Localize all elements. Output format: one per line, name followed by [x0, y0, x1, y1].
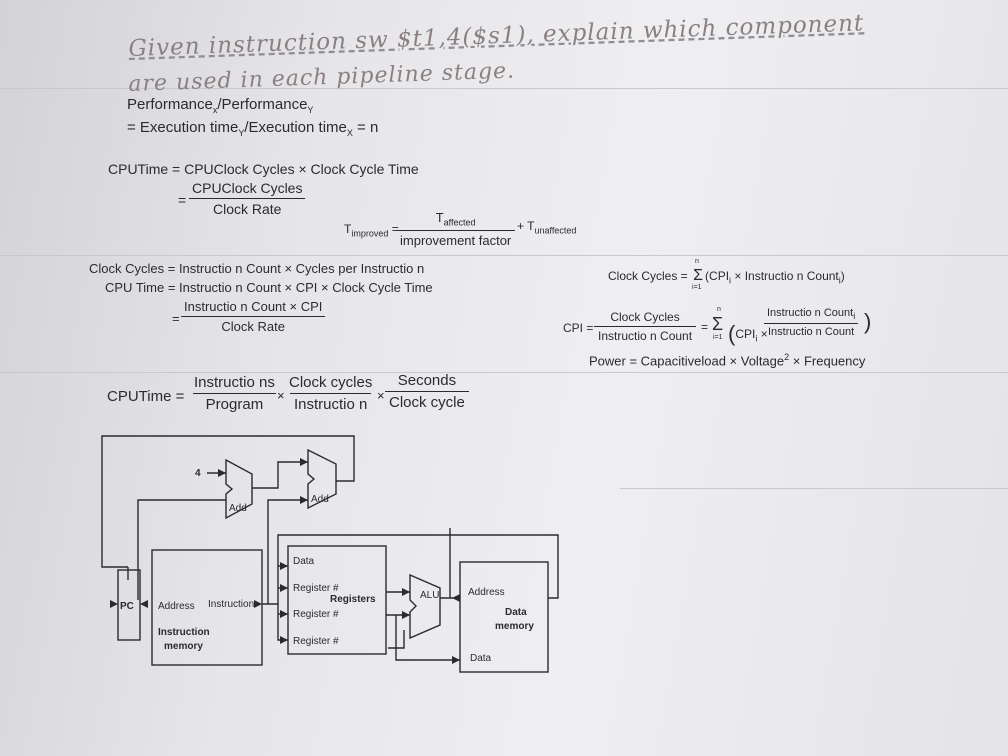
dm-title-2: memory [495, 621, 534, 632]
fraction-numerator: Instructio n Counti [767, 307, 856, 322]
im-title-1: Instruction [158, 627, 210, 638]
cpu-time-big-frac3: Seconds Clock cycle [385, 372, 469, 411]
times-sign: × [377, 388, 385, 403]
cpi-inner-fraction: Instructio n Counti Instructio n Count [763, 307, 859, 338]
arrowhead [280, 562, 288, 570]
instruction-memory [151, 549, 263, 666]
cpu-time-cpi-fraction: Instructio n Count × CPI Clock Rate [180, 299, 326, 334]
t-improved: Timproved = [344, 222, 399, 239]
ruled-line [0, 88, 1008, 89]
cpu-time-formula: CPUTime = CPUClock Cycles × Clock Cycle … [108, 161, 419, 177]
alu [409, 573, 441, 640]
cpi-lhs: CPI = [563, 321, 594, 335]
cpi-body: (CPIi × [728, 321, 768, 346]
cpi-close-paren: ) [864, 309, 872, 334]
fraction-denominator: Program [192, 393, 277, 413]
dm-title-1: Data [505, 607, 527, 618]
cpi-eq2: = [701, 320, 709, 334]
fraction-numerator: Instructio n Count × CPI [184, 299, 323, 314]
im-title-2: memory [164, 641, 203, 652]
dm-data-label: Data [470, 653, 492, 664]
fraction-denominator: improvement factor [396, 229, 516, 248]
cpu-time-cpi-eq: = [172, 311, 180, 326]
fraction-numerator: Clock Cycles [610, 310, 680, 324]
clock-cycles-sum: Clock Cycles = Σ n i=1 (CPIi × Instructi… [608, 258, 845, 291]
ruled-line [620, 488, 1008, 489]
arrowhead [254, 600, 262, 608]
clock-cycles-formula: Clock Cycles = Instructio n Count × Cycl… [89, 261, 425, 276]
t-unaffected: + Tunaffected [517, 219, 577, 236]
ruled-line [0, 255, 1008, 256]
arrowhead [300, 458, 308, 466]
arrowhead [110, 600, 118, 608]
pc-label: PC [120, 601, 134, 612]
arrowhead [402, 611, 410, 619]
fraction-denominator: Instructio n Count [764, 323, 859, 338]
register-file [287, 545, 387, 655]
arrowhead [280, 584, 288, 592]
cpu-time-big-frac1: Instructio ns Program [190, 374, 279, 413]
rf-data-label: Data [293, 556, 315, 567]
fraction-denominator: Instructio n Count [594, 326, 697, 343]
alu-label: ALU [420, 590, 439, 601]
arrowhead [280, 610, 288, 618]
fraction-numerator: Seconds [397, 372, 457, 389]
cpu-time-big-lhs: CPUTime = [107, 388, 185, 405]
fraction-denominator: Clock Rate [189, 198, 306, 217]
arrowhead [402, 588, 410, 596]
ruled-line [0, 372, 1008, 373]
adder-1 [225, 458, 253, 520]
arrowhead [452, 594, 460, 602]
cpu-time-eq: = [178, 192, 187, 208]
rf-register-2: Register # [293, 609, 339, 620]
execution-time-ratio: = Execution timeY/Execution timeX = n [127, 119, 379, 138]
rf-registers-title: Registers [330, 594, 376, 605]
power-formula: Power = Capacitiveload × Voltage2 × Freq… [589, 352, 866, 369]
im-instruction-label: Instruction [208, 599, 254, 610]
dm-address-label: Address [468, 587, 505, 598]
constant-four: 4 [195, 468, 201, 479]
cpu-time-fraction: CPUClock Cycles Clock Rate [188, 180, 306, 217]
arrowhead [140, 600, 148, 608]
pc-register [117, 569, 141, 641]
arrowhead [280, 636, 288, 644]
arrowhead [300, 496, 308, 504]
adder-2 [307, 448, 337, 510]
cpu-time-cpi-formula: CPU Time = Instructio n Count × CPI × Cl… [105, 280, 433, 295]
adder-1-label: Add [229, 503, 247, 514]
cpi-fraction: Clock Cycles Instructio n Count [594, 310, 697, 343]
fraction-denominator: Instructio n [289, 393, 372, 413]
data-memory [459, 561, 549, 673]
fraction-numerator: Instructio ns [194, 374, 275, 391]
fraction-numerator: Clock cycles [289, 374, 373, 391]
im-address-label: Address [158, 601, 195, 612]
rf-register-1: Register # [293, 583, 339, 594]
fraction-denominator: Clock Rate [181, 316, 325, 334]
cpu-time-big-frac2: Clock cycles Instructio n [285, 374, 376, 413]
adder-2-label: Add [311, 494, 329, 505]
arrowhead [452, 656, 460, 664]
fraction-numerator: Taffected [435, 210, 476, 228]
cpi-sigma: Σ n i=1 [712, 306, 724, 341]
fraction-denominator: Clock cycle [385, 391, 469, 411]
performance-ratio: Performancex/PerformanceY [127, 96, 314, 115]
t-affected-fraction: Taffected improvement factor [396, 210, 516, 248]
times-sign: × [277, 388, 285, 403]
arrowhead [218, 469, 226, 477]
fraction-numerator: CPUClock Cycles [192, 180, 303, 196]
rf-register-3: Register # [293, 636, 339, 647]
